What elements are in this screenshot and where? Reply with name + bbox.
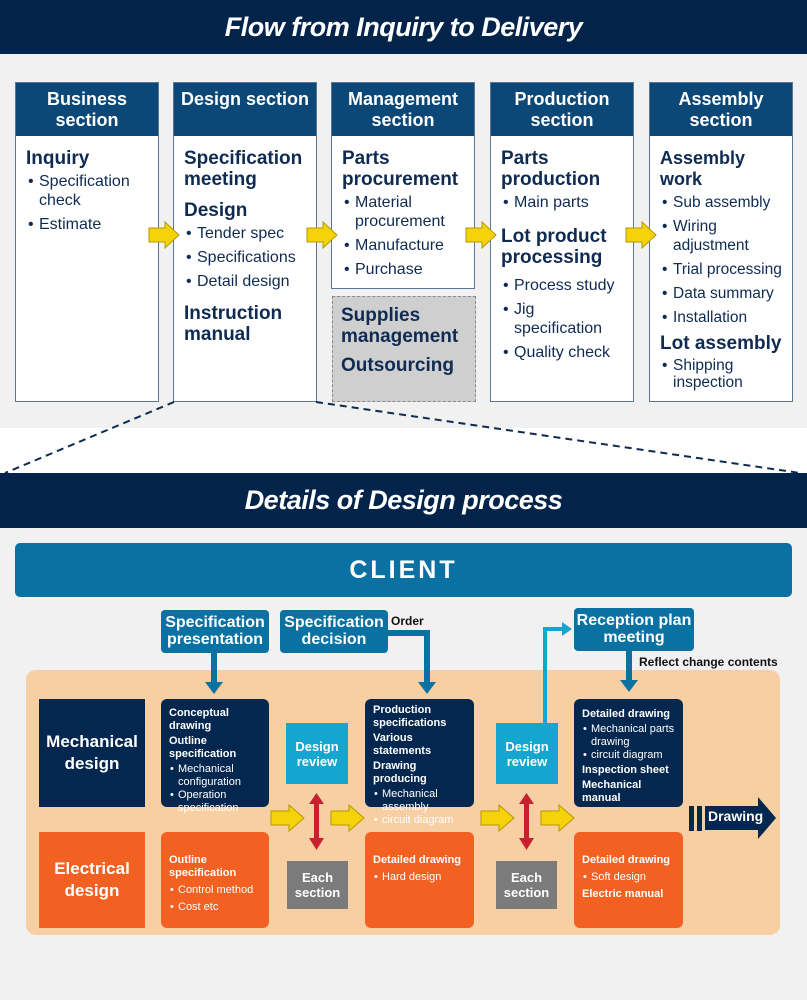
list-item: Sub assembly <box>660 193 783 212</box>
card-item: circuit diagram <box>582 749 677 762</box>
section-header: Business section <box>16 83 158 136</box>
elec-card-1: Outline specification Control method Cos… <box>161 832 269 928</box>
group-heading: Instruction manual <box>184 303 283 345</box>
elec-card-3: Detailed drawing Soft design Electric ma… <box>574 832 683 928</box>
list-item: Purchase <box>342 260 465 279</box>
card-item: Cost etc <box>169 899 263 916</box>
reception-meeting-step: Reception plan meeting <box>574 608 694 651</box>
section-header: Assembly section <box>650 83 792 136</box>
list-item: Manufacture <box>342 236 465 255</box>
section-management: Management section Parts procurement Mat… <box>331 82 475 289</box>
card-item: Mechanical parts drawing <box>582 723 677 749</box>
flow-arrow-icon <box>148 221 180 249</box>
card-item: Mechanical configuration <box>169 763 263 789</box>
card-title: Drawing producing <box>373 760 427 785</box>
section-header: Production section <box>491 83 633 136</box>
list-item: Specifications <box>184 248 307 267</box>
card-item: Operation specification <box>169 789 263 815</box>
outsourcing-heading: Outsourcing <box>341 355 454 376</box>
card-title: Production specifications <box>373 704 447 729</box>
flow-arrow-icon <box>625 221 657 249</box>
section-design: Design section Specification meeting Des… <box>173 82 317 402</box>
card-title: Detailed drawing <box>582 708 671 720</box>
card-title: Detailed drawing <box>373 854 462 866</box>
list-item: Tender spec <box>184 224 307 243</box>
group-heading: Lot assembly <box>660 333 782 354</box>
drawing-output-label: Drawing <box>708 808 764 824</box>
each-section-box: Each section <box>287 861 348 909</box>
flow-arrow-icon <box>306 221 338 249</box>
section-header: Management section <box>332 83 474 136</box>
list-item: Wiring adjustment <box>660 217 783 255</box>
design-review-box: Design review <box>496 723 558 784</box>
flow-arrow-icon <box>465 221 497 249</box>
list-item: Estimate <box>26 215 149 234</box>
list-item: Jig specification <box>501 300 624 338</box>
card-item: Control method <box>169 882 263 899</box>
card-title: Outline specification <box>169 735 237 760</box>
mech-card-3: Detailed drawing Mechanical parts drawin… <box>574 699 683 807</box>
group-heading: Lot product processing <box>501 226 607 268</box>
divider-band <box>0 428 807 473</box>
list-item: Quality check <box>501 343 624 362</box>
section-production: Production section Parts production Main… <box>490 82 634 402</box>
connector-line <box>543 627 563 631</box>
list-item: Shipping inspection <box>660 357 783 391</box>
group-heading: Design <box>184 200 248 221</box>
card-title: Detailed drawing <box>582 854 671 866</box>
card-title: Various statements <box>373 732 432 757</box>
card-item: Soft design <box>582 869 677 886</box>
group-heading: Parts procurement <box>342 148 459 190</box>
order-note: Order <box>391 614 424 628</box>
row-label-electrical: Electrical design <box>39 832 145 928</box>
list-item: Trial processing <box>660 260 783 279</box>
design-title: Details of Design process <box>244 485 563 515</box>
each-section-box: Each section <box>496 861 557 909</box>
list-item: Detail design <box>184 272 307 291</box>
title-banner-design: Details of Design process <box>0 473 807 528</box>
design-review-box: Design review <box>286 723 348 784</box>
connector-line <box>386 630 430 636</box>
list-item: Process study <box>501 276 624 295</box>
arrowhead-icon <box>562 622 572 636</box>
row-label-mechanical: Mechanical design <box>39 699 145 807</box>
group-heading: Assembly work <box>660 148 746 189</box>
section-header: Design section <box>174 83 316 136</box>
card-title: Inspection sheet <box>582 764 669 776</box>
card-title: Mechanical manual <box>582 779 642 804</box>
client-bar: CLIENT <box>15 543 792 597</box>
mech-card-2: Production specifications Various statem… <box>365 699 474 827</box>
group-heading: Parts production <box>501 148 601 190</box>
section-business: Business section Inquiry Specification c… <box>15 82 159 402</box>
card-title: Conceptual drawing <box>169 707 229 732</box>
spec-decision-step: Specification decision <box>280 610 388 653</box>
list-item: Main parts <box>501 193 624 212</box>
card-item: circuit diagram <box>373 814 468 827</box>
supplies-box: Supplies management Outsourcing <box>332 296 476 402</box>
group-heading: Specification meeting <box>184 148 303 190</box>
supplies-heading: Supplies management <box>341 305 459 347</box>
group-heading: Inquiry <box>26 148 90 169</box>
reflect-note: Reflect change contents <box>639 655 778 669</box>
elec-card-2: Detailed drawing Hard design <box>365 832 474 928</box>
mech-card-1: Conceptual drawing Outline specification… <box>161 699 269 814</box>
list-item: Data summary <box>660 284 783 303</box>
flow-title: Flow from Inquiry to Delivery <box>224 12 583 42</box>
list-item: Specification check <box>26 172 149 210</box>
spec-presentation-step: Specification presentation <box>161 610 269 653</box>
card-item: Hard design <box>373 869 468 886</box>
list-item: Material procurement <box>342 193 465 231</box>
card-title: Electric manual <box>582 888 664 900</box>
list-item: Installation <box>660 308 783 327</box>
card-item: Mechanical assembly <box>373 788 468 814</box>
card-title: Outline specification <box>169 854 237 879</box>
title-banner-flow: Flow from Inquiry to Delivery <box>0 0 807 54</box>
section-assembly: Assembly section Assembly work Sub assem… <box>649 82 793 402</box>
